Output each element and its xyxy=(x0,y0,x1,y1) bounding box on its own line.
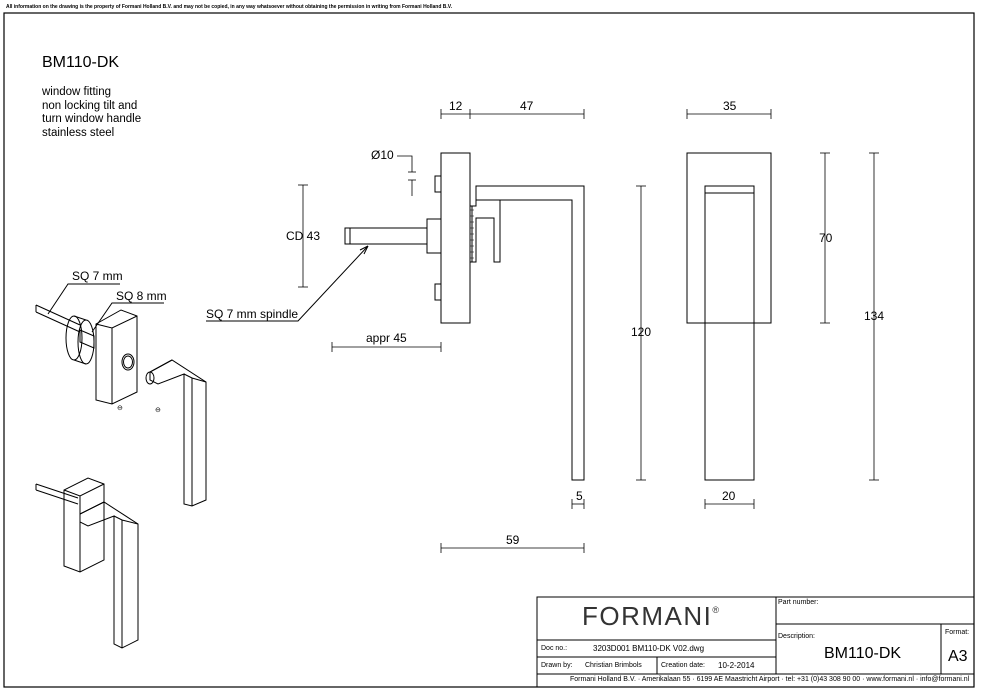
svg-text:⊖: ⊖ xyxy=(117,405,123,412)
creation-date-value: 10-2-2014 xyxy=(718,661,755,670)
sq8-leader xyxy=(91,302,164,333)
dim-phi10: Ø10 xyxy=(371,148,394,162)
dim-12: 12 xyxy=(449,99,463,113)
brand-name: FORMANI xyxy=(582,601,713,631)
sq7-leader xyxy=(47,283,120,315)
creation-date-label: Creation date: xyxy=(661,662,705,669)
copyright-notice: All information on the drawing is the pr… xyxy=(6,4,453,10)
dim-20: 20 xyxy=(722,489,736,503)
formani-logo: FORMANI® xyxy=(582,601,719,632)
spindle-callout: SQ 7 mm spindle xyxy=(206,307,299,321)
spindle-arrow xyxy=(359,245,369,255)
side-view xyxy=(344,152,585,481)
description-value: BM110-DK xyxy=(824,645,902,662)
dim-5: 5 xyxy=(576,489,583,503)
format-label: Format: xyxy=(945,629,970,636)
product-code: BM110-DK xyxy=(42,54,120,71)
front-view xyxy=(686,152,772,481)
description-line: non locking tilt and xyxy=(42,99,138,112)
svg-text:⊖: ⊖ xyxy=(155,407,161,414)
format-value: A3 xyxy=(948,648,968,665)
drawn-by-label: Drawn by: xyxy=(541,662,573,669)
doc-no-value: 3203D001 BM110-DK V02.dwg xyxy=(593,644,705,653)
dim-35: 35 xyxy=(723,99,737,113)
dimension-lines xyxy=(298,109,879,553)
registered-mark: ® xyxy=(712,605,720,615)
dim-70: 70 xyxy=(819,231,833,245)
description-label: Description: xyxy=(778,633,815,640)
doc-no-label: Doc no.: xyxy=(541,645,568,652)
dim-cd43: CD 43 xyxy=(286,229,321,243)
dim-47: 47 xyxy=(520,99,534,113)
drawing-frame xyxy=(3,12,975,688)
description-line: stainless steel xyxy=(42,126,115,139)
sq7-callout: SQ 7 mm xyxy=(72,269,123,283)
exploded-isometric-view: ⊖ ⊖ xyxy=(35,304,207,507)
title-block-grid xyxy=(536,596,975,688)
sq8-callout: SQ 8 mm xyxy=(116,289,167,303)
assembled-isometric-view xyxy=(35,477,139,649)
product-description: window fitting non locking tilt and turn… xyxy=(42,86,242,140)
dim-120: 120 xyxy=(631,325,652,339)
dim-appr45: appr 45 xyxy=(366,331,407,345)
part-number-label: Part number: xyxy=(778,599,819,606)
spindle-leader xyxy=(206,245,369,322)
dim-59: 59 xyxy=(506,533,520,547)
description-line: turn window handle xyxy=(42,113,142,125)
description-line: window fitting xyxy=(42,86,112,98)
drawn-by-value: Christian Brimbols xyxy=(585,662,642,669)
company-footer: Formani Holland B.V. · Amerikalaan 55 · … xyxy=(570,676,970,683)
dim-134: 134 xyxy=(864,309,885,323)
